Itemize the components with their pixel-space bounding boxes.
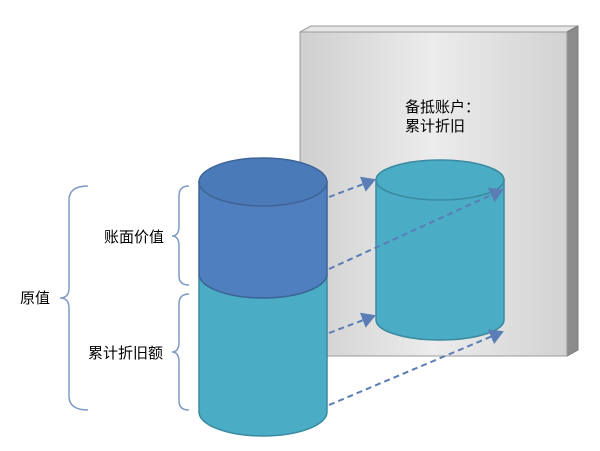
main-cylinder-top (198, 157, 328, 207)
accumulated-depreciation-label: 累计折旧额 (88, 344, 163, 362)
book-value-bracket (171, 185, 190, 286)
arrow-middle (328, 187, 504, 270)
arrow-lower (328, 312, 376, 334)
arrow-top (328, 176, 376, 198)
arrow-bottom (328, 329, 504, 406)
original-value-bracket (59, 185, 89, 411)
contra-account-label-line1: 备抵账户： (405, 98, 480, 116)
contra-cylinder-top (375, 159, 505, 201)
contra-account-label-line2: 累计折旧 (405, 117, 465, 135)
panel-top-edge (299, 25, 579, 33)
panel-side-edge (566, 25, 579, 357)
contra-cylinder (375, 159, 505, 341)
original-value-label: 原值 (20, 289, 50, 307)
accumulated-depreciation-bracket (171, 293, 190, 411)
book-value-label: 账面价值 (104, 228, 164, 246)
contra-cylinder-body (375, 179, 505, 341)
main-cylinder (198, 157, 328, 437)
arrows (328, 176, 504, 406)
book-value-segment (198, 181, 328, 299)
